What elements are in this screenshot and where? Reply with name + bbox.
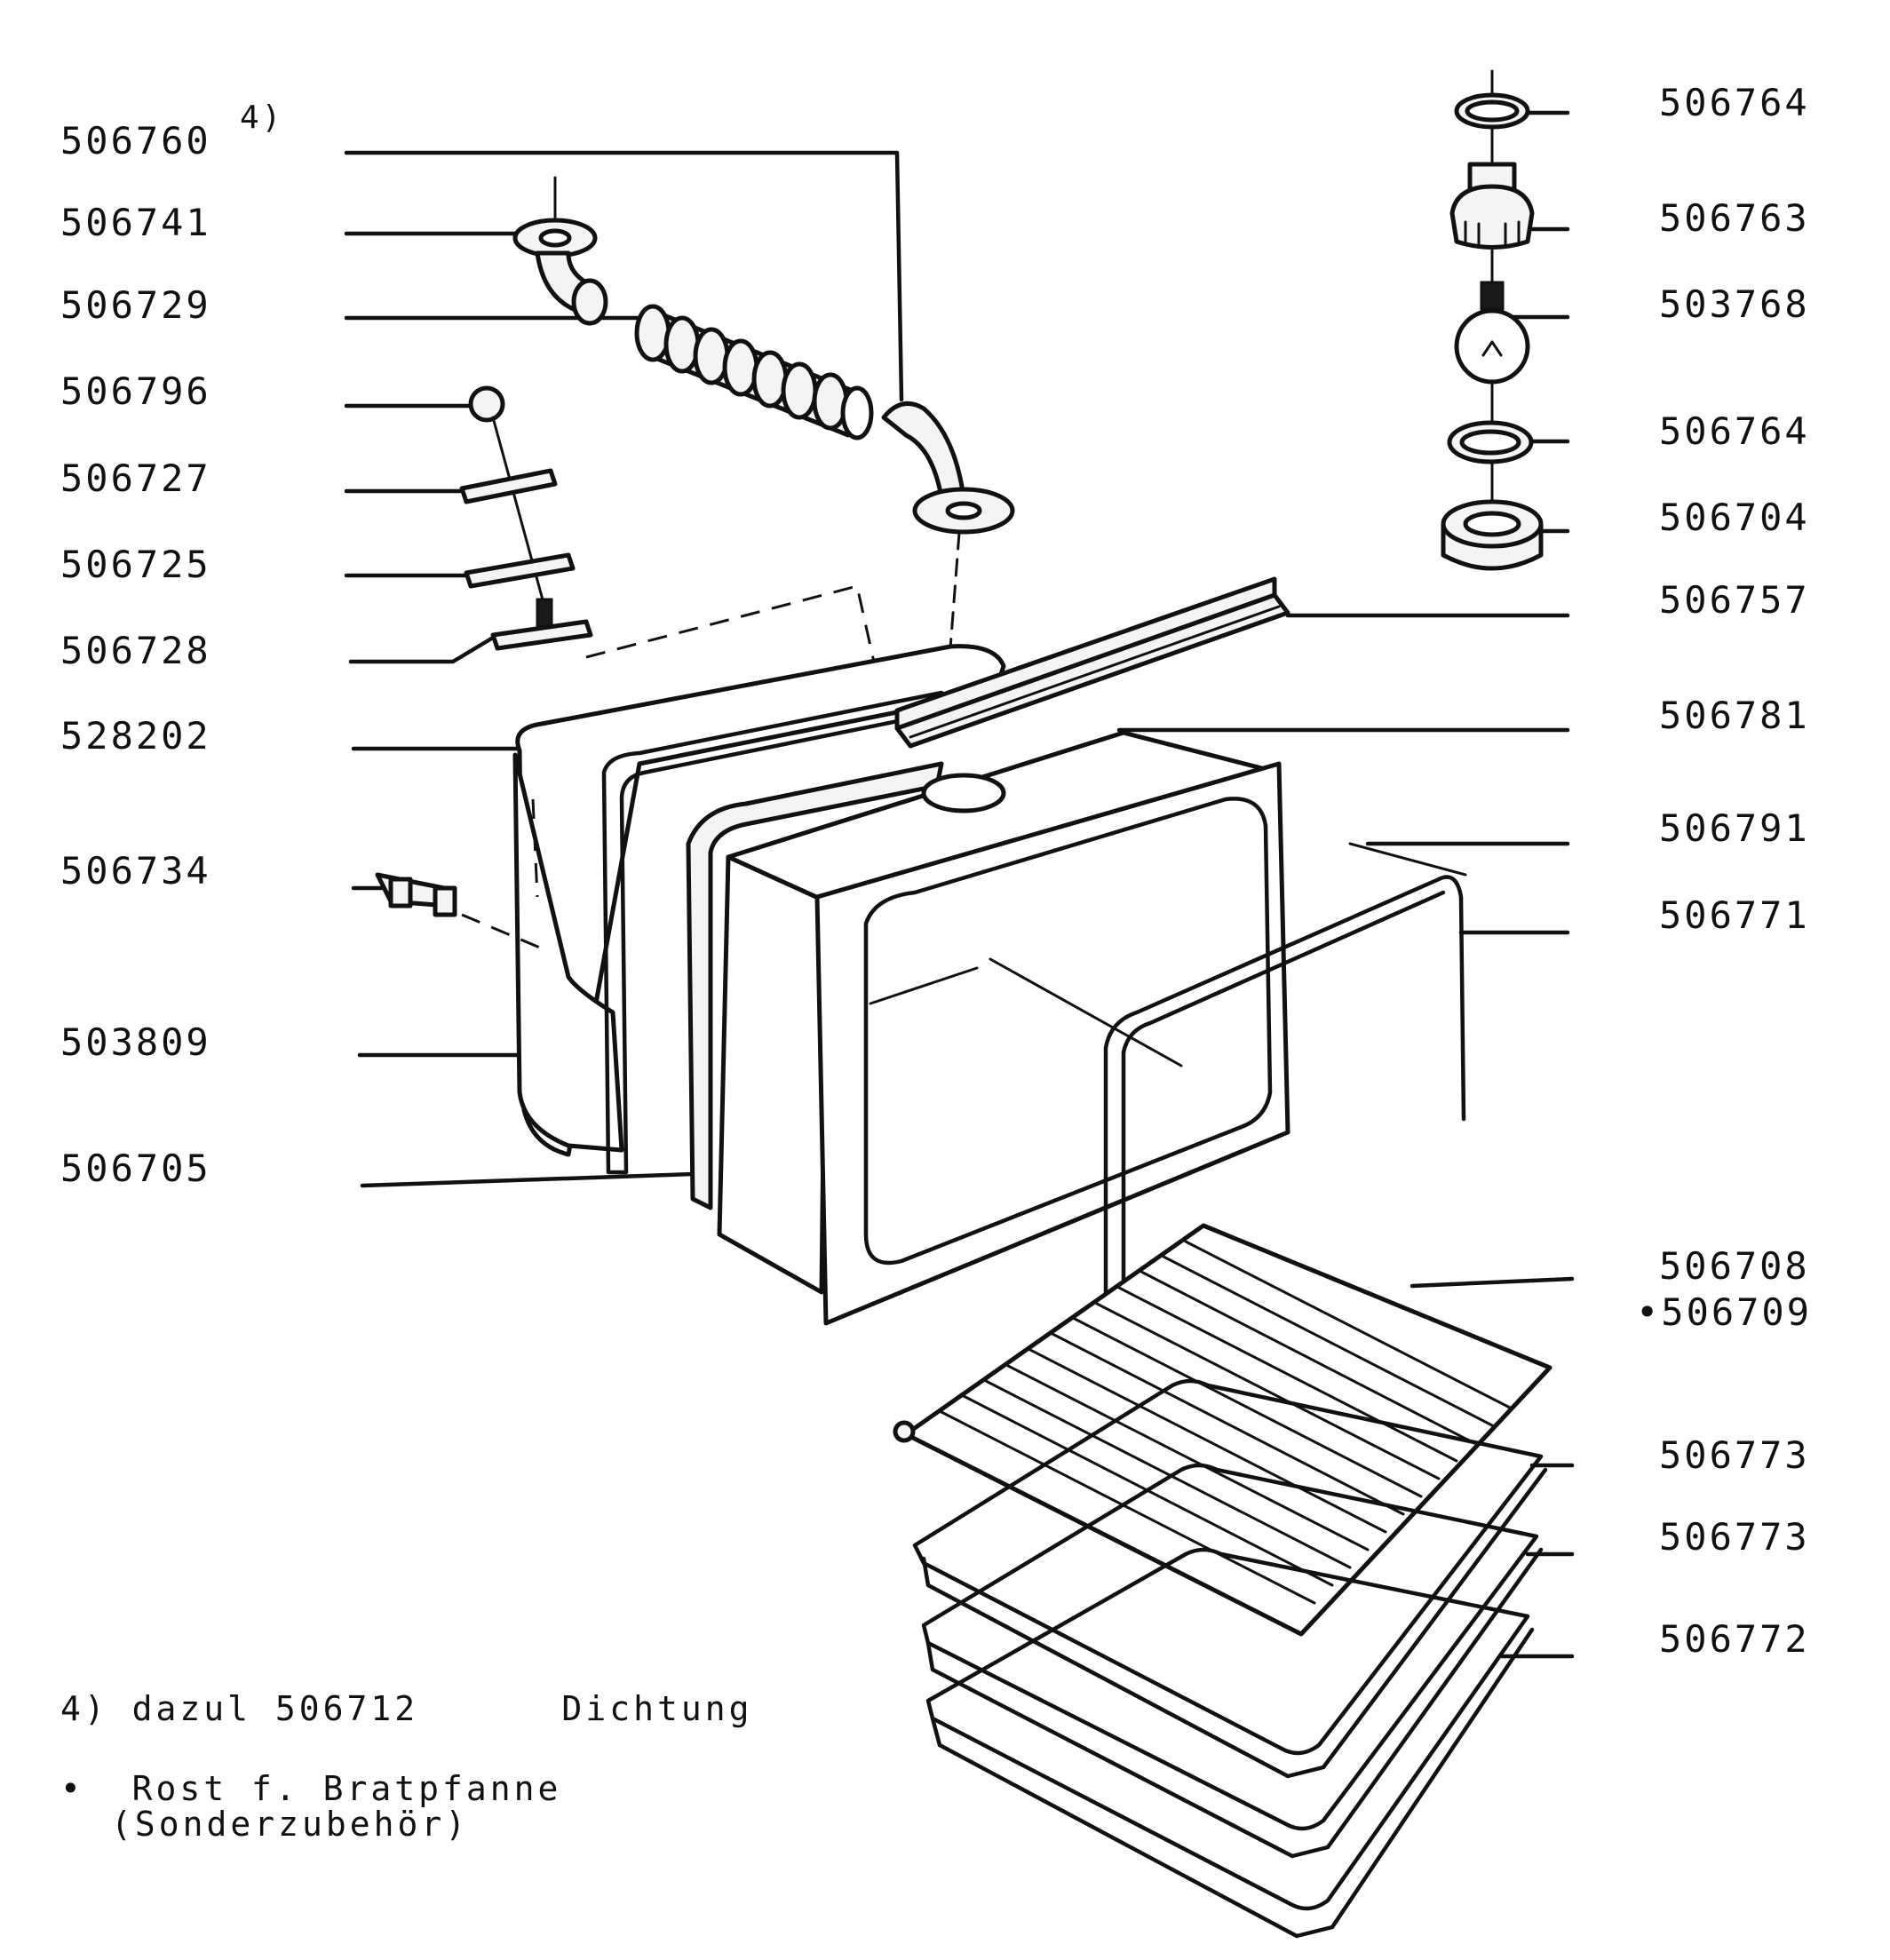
part-label-506705: 506705 xyxy=(60,1147,211,1190)
part-label-506741: 506741 xyxy=(60,201,211,244)
part-label-506708: 506708 xyxy=(1659,1244,1810,1288)
lamp-socket xyxy=(1449,184,1535,250)
part-label-506796: 506796 xyxy=(60,369,211,413)
front-frame xyxy=(814,761,1290,1326)
heater-connection-parts xyxy=(459,176,1015,667)
part-label-506760: 506760 xyxy=(60,119,211,163)
top-rail-506757 xyxy=(894,576,1290,749)
leader-506760 xyxy=(344,150,904,402)
part-label-506763: 506763 xyxy=(1659,196,1810,240)
tray-506772 xyxy=(925,1547,1530,1911)
lamp-hole xyxy=(921,773,1006,813)
part-label-506764: 506764 xyxy=(1659,409,1810,453)
leader-506728 xyxy=(348,632,500,664)
part-label-506709: •506709 xyxy=(1636,1290,1813,1334)
bracket-506728 xyxy=(490,619,593,651)
cavity-side xyxy=(717,854,829,1295)
oven-lamp-assembly xyxy=(1441,69,1544,571)
part-label-506771: 506771 xyxy=(1659,893,1810,937)
footnote-accessory: (Sonderzubehör) xyxy=(111,1805,470,1844)
part-label-506725: 506725 xyxy=(60,543,211,586)
front-opening xyxy=(863,797,1273,1266)
plate-506727 xyxy=(459,468,558,504)
part-label-506728: 506728 xyxy=(60,629,211,672)
footnote-seal: 4) dazul 506712 Dichtung xyxy=(60,1689,753,1728)
oven-rack-506708 xyxy=(893,1223,1552,1637)
left-leader-lines xyxy=(344,150,904,1188)
part-label-506772: 506772 xyxy=(1659,1617,1810,1661)
tray-506773-b xyxy=(921,1463,1539,1831)
side-rack-506771 xyxy=(1103,842,1467,1361)
part-label-506773-b: 506773 xyxy=(1659,1515,1810,1559)
part-label-503768: 503768 xyxy=(1659,282,1810,326)
screw-506796 xyxy=(468,385,505,423)
footnote-rack: • Rost f. Bratpfanne xyxy=(60,1769,562,1808)
part-label-503809: 503809 xyxy=(60,1020,211,1064)
part-label-506727: 506727 xyxy=(60,456,211,500)
part-label-506704: 506704 xyxy=(1659,496,1810,539)
bulb-base xyxy=(1480,281,1505,311)
part-label-506781: 506781 xyxy=(1659,694,1810,737)
footnote-mark: 4) xyxy=(240,99,284,136)
lamp-bulb xyxy=(1454,308,1530,385)
part-label-506773-a: 506773 xyxy=(1659,1433,1810,1477)
right-leader-lines xyxy=(1116,110,1575,1659)
coil-heater-506729 xyxy=(634,304,874,440)
elbow-506760 xyxy=(881,401,966,500)
plate-506725 xyxy=(464,552,576,589)
leader-506708 xyxy=(1410,1276,1575,1289)
part-label-506757: 506757 xyxy=(1659,578,1810,622)
part-label-506734: 506734 xyxy=(60,849,211,893)
baking-trays xyxy=(912,1378,1548,1939)
part-label-528202: 528202 xyxy=(60,714,211,758)
tray-506773-a xyxy=(912,1378,1544,1756)
leader-506705 xyxy=(360,1171,695,1188)
part-label-506764-top: 506764 xyxy=(1659,81,1810,124)
spring xyxy=(536,598,553,628)
part-label-506729: 506729 xyxy=(60,283,211,327)
seal-528202 xyxy=(601,690,953,1175)
part-label-506791: 506791 xyxy=(1659,806,1810,850)
